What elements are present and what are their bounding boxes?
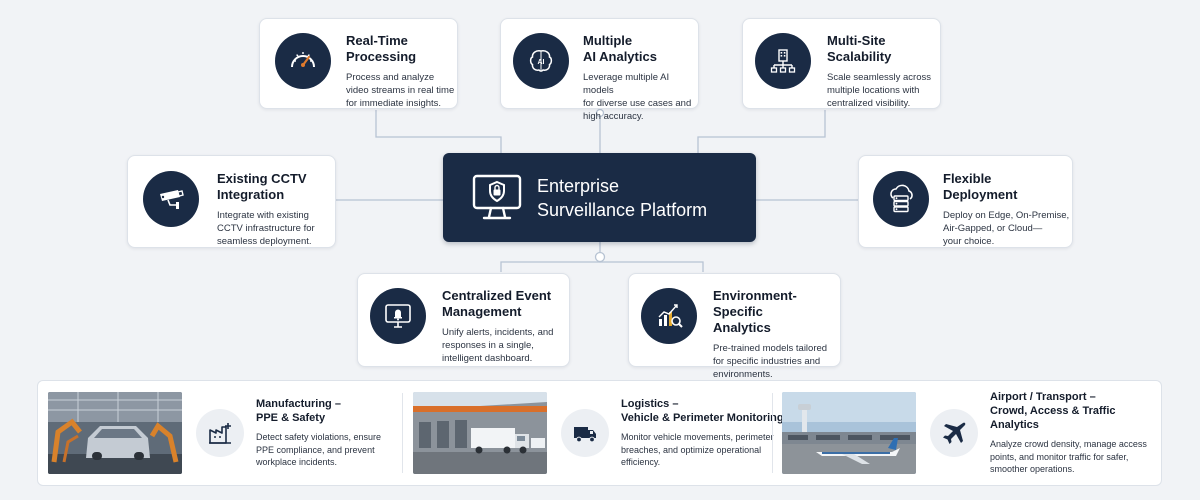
alert-monitor-icon — [370, 288, 426, 344]
network-building-icon — [755, 33, 811, 89]
secure-monitor-icon — [472, 174, 522, 219]
card-title: Real-Time Processing — [346, 33, 417, 64]
cctv-camera-icon — [143, 171, 199, 227]
warehouse-trucks-photo — [413, 392, 547, 474]
card-title: Environment-Specific Analytics — [713, 288, 797, 335]
industries-panel: Manufacturing – PPE & Safety Detect safe… — [37, 380, 1162, 486]
card-description: Scale seamlessly across multiple locatio… — [827, 72, 932, 109]
card-description: Leverage multiple AI models for diverse … — [583, 72, 692, 122]
platform-center-box: Enterprise Surveillance Platform — [443, 153, 756, 242]
feature-card-cctv-integration: Existing CCTV Integration Integrate with… — [127, 155, 336, 248]
feature-card-multi-site-scalability: Multi-Site Scalability Scale seamlessly … — [742, 18, 941, 109]
airplane-icon — [930, 409, 978, 457]
truck-icon — [561, 409, 609, 457]
card-title: Multiple AI Analytics — [583, 33, 657, 64]
industry-title: Logistics – Vehicle & Perimeter Monitori… — [621, 398, 784, 425]
card-title: Centralized Event Management — [442, 288, 552, 319]
cloud-server-icon — [873, 171, 929, 227]
panel-divider — [402, 393, 403, 473]
industry-title: Airport / Transport – Crowd, Access & Tr… — [990, 391, 1116, 432]
card-title: Multi-Site Scalability — [827, 33, 892, 64]
airport-plane-photo — [782, 392, 916, 474]
industry-description: Detect safety violations, ensure PPE com… — [256, 432, 382, 468]
card-description: Process and analyze video streams in rea… — [346, 72, 455, 109]
feature-card-centralized-event-management: Centralized Event Management Unify alert… — [357, 273, 570, 367]
analytics-chart-icon — [641, 288, 697, 344]
ai-brain-icon: AI — [513, 33, 569, 89]
industry-manufacturing: Manufacturing – PPE & Safety Detect safe… — [48, 381, 381, 485]
platform-title: Enterprise Surveillance Platform — [537, 175, 708, 220]
industry-description: Monitor vehicle movements, perimeter bre… — [621, 432, 774, 468]
card-description: Deploy on Edge, On-Premise, Air-Gapped, … — [943, 210, 1070, 247]
panel-divider — [772, 393, 773, 473]
card-title: Flexible Deployment — [943, 171, 1018, 202]
industry-logistics: Logistics – Vehicle & Perimeter Monitori… — [413, 381, 784, 485]
card-description: Unify alerts, incidents, and responses i… — [442, 327, 554, 364]
feature-card-environment-specific-analytics: Environment-Specific Analytics Pre-train… — [628, 273, 841, 380]
card-description: Pre-trained models tailored for specific… — [713, 343, 828, 380]
feature-card-flexible-deployment: Flexible Deployment Deploy on Edge, On-P… — [858, 155, 1073, 248]
industry-title: Manufacturing – PPE & Safety — [256, 398, 341, 425]
factory-robots-photo — [48, 392, 182, 474]
feature-card-realtime-processing: Real-Time Processing Process and analyze… — [259, 18, 458, 109]
card-description: Integrate with existing CCTV infrastruct… — [217, 210, 315, 247]
industry-description: Analyze crowd density, manage access poi… — [990, 439, 1147, 475]
feature-card-ai-analytics: AI Multiple AI Analytics Leverage multip… — [500, 18, 699, 122]
card-title: Existing CCTV Integration — [217, 171, 307, 202]
svg-text:AI: AI — [538, 59, 545, 66]
industry-airport-transport: Airport / Transport – Crowd, Access & Tr… — [782, 381, 1161, 485]
factory-icon — [196, 409, 244, 457]
speedometer-icon — [275, 33, 331, 89]
